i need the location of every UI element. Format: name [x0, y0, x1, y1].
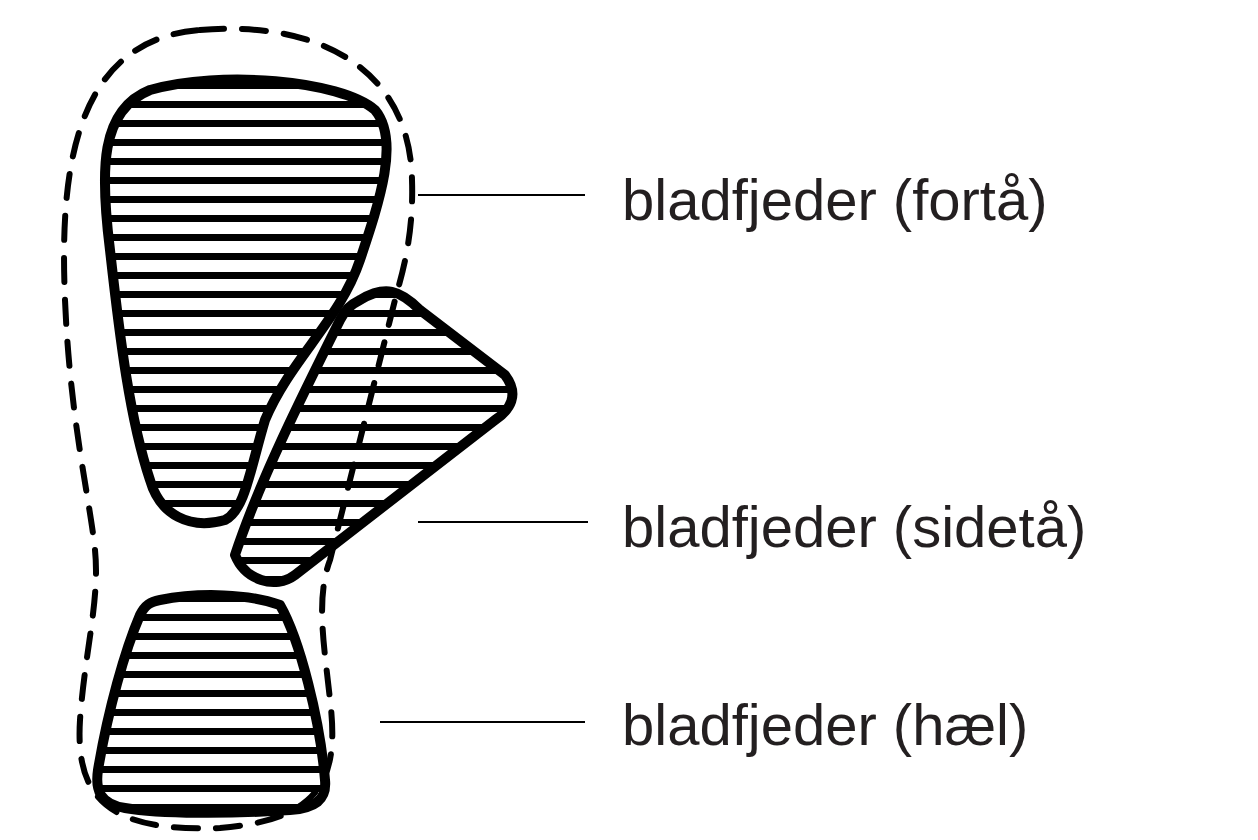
part-label: bladfjeder (sidetå): [622, 498, 1086, 556]
part-label: bladfjeder (fortå): [622, 171, 1048, 229]
part-label: bladfjeder (hæl): [622, 696, 1028, 754]
side-spring: [235, 291, 512, 582]
heel-spring: [97, 595, 325, 813]
leader-line: [418, 521, 588, 523]
leader-line: [380, 721, 585, 723]
leader-line: [418, 194, 585, 196]
